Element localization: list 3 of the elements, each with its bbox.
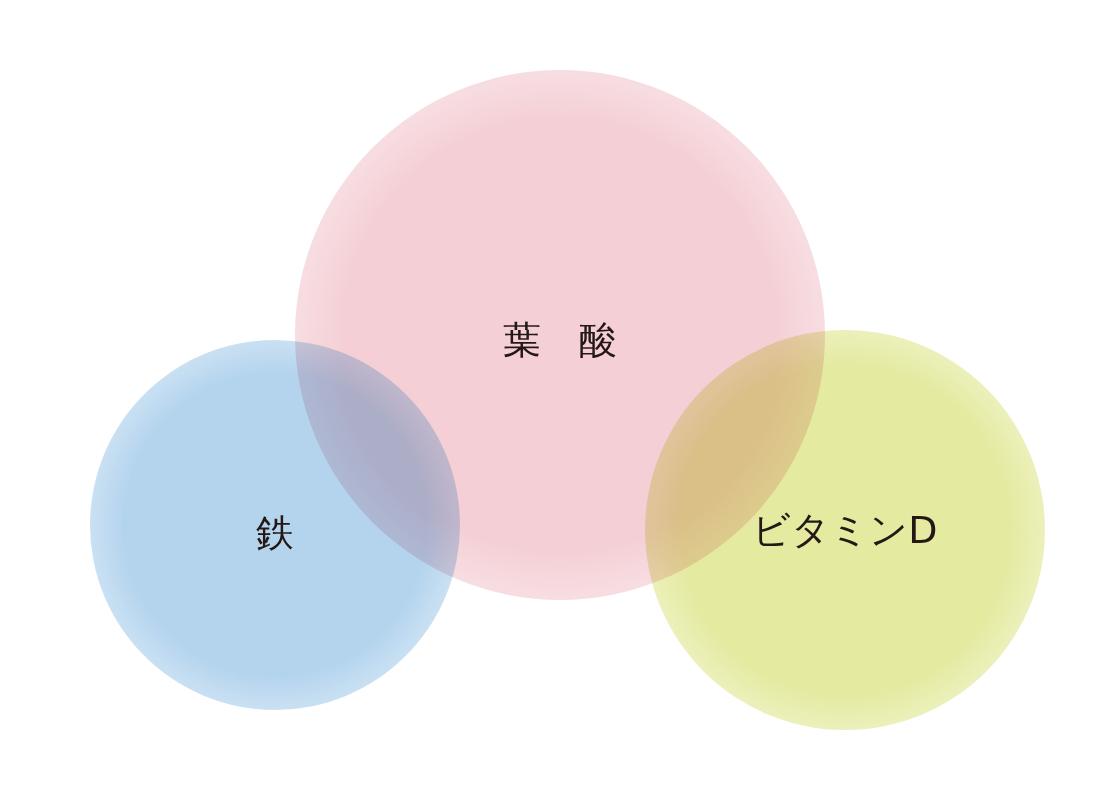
circle-label: 葉 酸 bbox=[503, 316, 617, 364]
circle-label: 鉄 bbox=[256, 509, 294, 557]
circle-label: ビタミンD bbox=[752, 506, 938, 554]
